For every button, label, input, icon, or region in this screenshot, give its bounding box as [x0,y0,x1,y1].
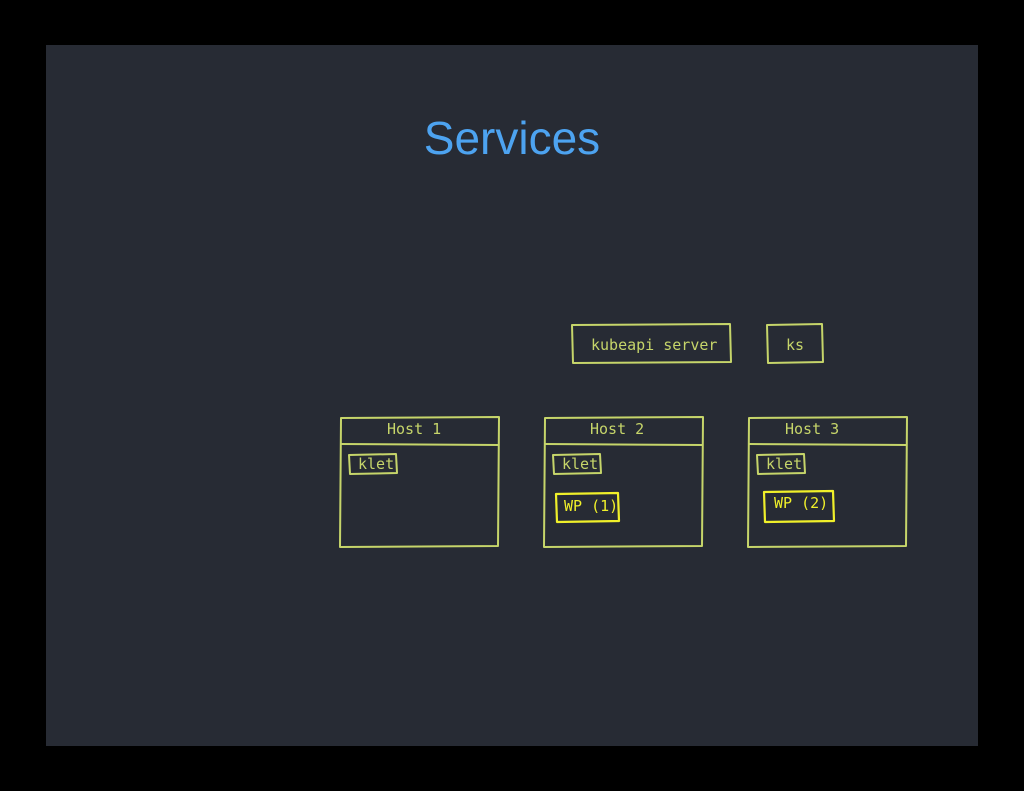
slide-title: Services [423,112,601,164]
host-3-kubelet-label: klet [766,455,802,473]
host-3-pod-label: WP (2) [774,494,828,512]
slide-background [46,45,978,746]
host-2-kubelet-label: klet [562,455,598,473]
host-3-box: Host 3 klet WP (2) [747,416,908,548]
kubeapi-server-box: kubeapi server [571,323,732,364]
kubeapi-server-label: kubeapi server [591,336,717,354]
host-3-label: Host 3 [785,420,839,438]
host-2-pod-label: WP (1) [564,497,618,515]
host-1-label: Host 1 [387,420,441,438]
host-2-box: Host 2 klet WP (1) [543,416,704,548]
ks-box: ks [766,323,824,364]
host-2-label: Host 2 [590,420,644,438]
host-1-box: Host 1 klet [339,416,500,548]
ks-label: ks [786,336,804,354]
host-1-kubelet-label: klet [358,455,394,473]
